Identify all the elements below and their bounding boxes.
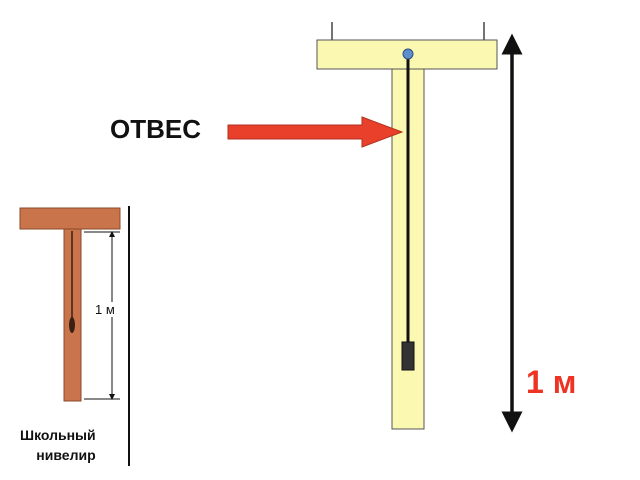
small-crossbar [19,207,121,230]
small-level-device [19,206,130,466]
device-caption: Школьный нивелир [20,425,96,465]
plumb-bob [401,341,415,371]
pivot-point [402,48,414,60]
length-label-small: 1 м [94,302,116,317]
plumb-pointer-arrow [227,116,404,148]
large-level-device [316,22,498,430]
length-label-large: 1 м [526,364,577,400]
device-caption-line2: нивелир [36,447,96,463]
small-plumb-bob [69,317,75,333]
plumb-label: ОТВЕС [110,114,201,144]
device-caption-line1: Школьный [20,427,96,443]
